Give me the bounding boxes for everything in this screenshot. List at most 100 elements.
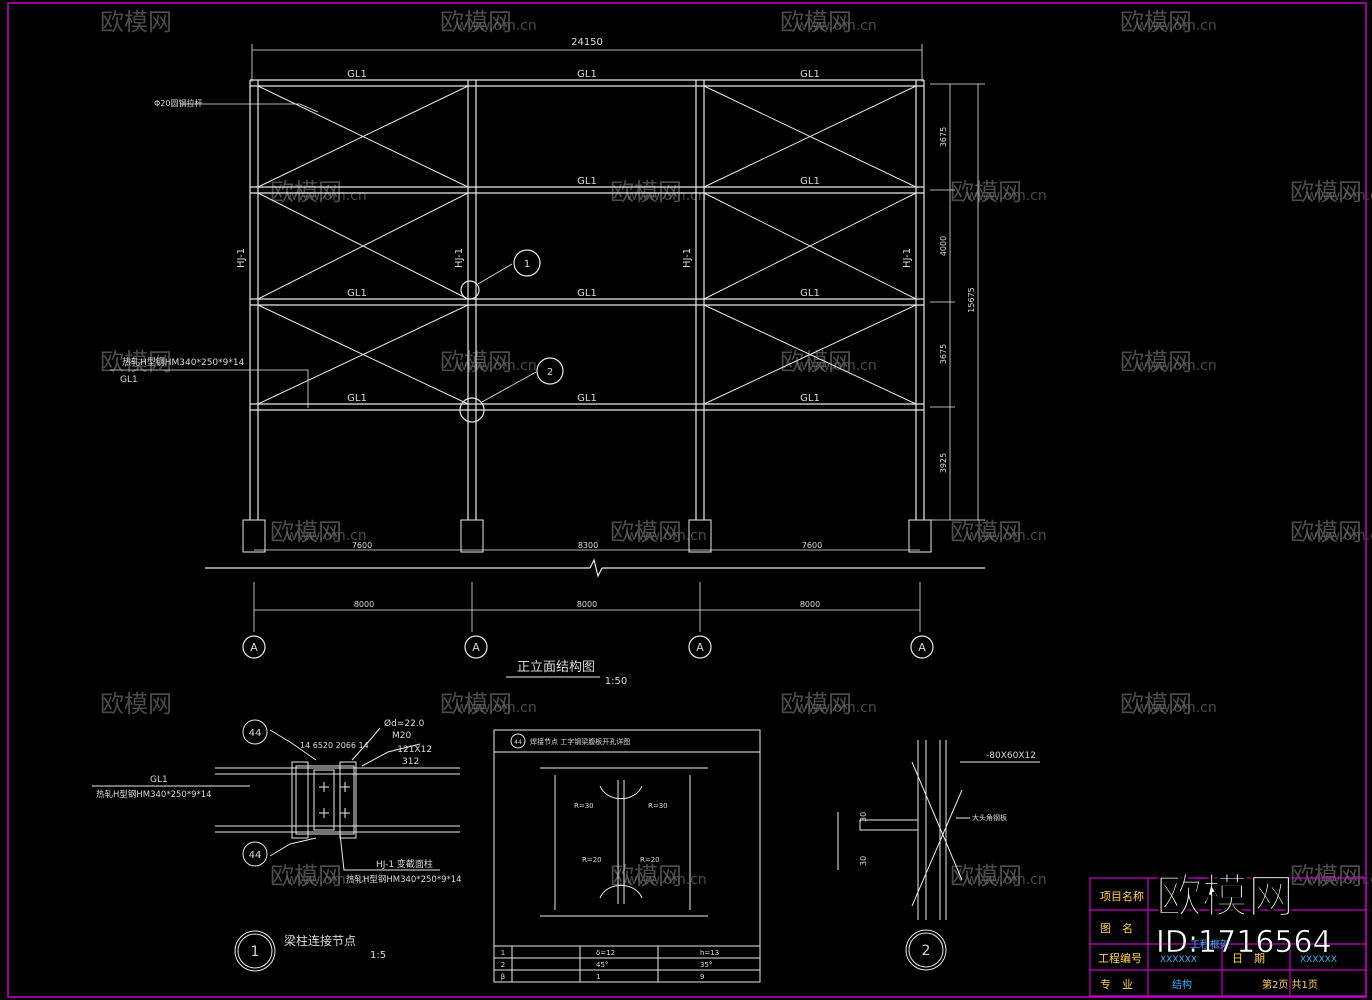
beam-label: GL1	[347, 393, 367, 404]
watermark-brand: 欧模网	[1290, 862, 1362, 890]
watermark-brand: 欧模网	[610, 518, 682, 546]
beam-label: GL1	[800, 69, 820, 80]
height-dim: 3675	[939, 127, 948, 147]
axis-label: A	[472, 641, 480, 654]
detail-header: 焊接节点 工字钢梁腹板开孔详图	[530, 737, 630, 746]
tb-value: XXXXXX	[1160, 955, 1197, 965]
watermark-brand: 欧模网	[780, 690, 852, 718]
detail2-dim: 30	[859, 856, 868, 866]
watermark-url: www.om.cn	[966, 188, 1047, 204]
watermark-url: www.om.cn	[966, 528, 1047, 544]
column-bases	[242, 519, 932, 553]
detail-mid-labels: 44 焊接节点 工字钢梁腹板开孔详图 R=30 R=30 R=20 R=20 1…	[501, 737, 719, 981]
watermark-id: ID:1716564	[1156, 925, 1332, 960]
beam-label: GL1	[347, 69, 367, 80]
watermark-brand: 欧模网	[950, 862, 1022, 890]
watermark-url: www.om.cn	[1136, 700, 1217, 716]
watermark-brand: 欧模网	[440, 8, 512, 36]
watermark-brand: 欧模网	[780, 348, 852, 376]
watermark-url: www.om.cn	[626, 188, 707, 204]
watermark-brand: 欧模网	[1290, 178, 1362, 206]
bolt-spec: M20	[392, 731, 411, 741]
detail-header-num: 44	[514, 739, 522, 746]
height-dim: 4000	[939, 236, 948, 256]
watermark-brand: 欧模网	[780, 8, 852, 36]
callout-mark: 1	[524, 259, 530, 270]
plate-spec: -121X12	[394, 745, 432, 755]
watermark-brand: 欧模网	[270, 518, 342, 546]
watermark-brand: 欧模网	[0, 518, 2, 546]
table-cell: 1	[596, 973, 600, 981]
bottom-span-dim: 7600	[352, 541, 372, 550]
tb-value: 工程框架	[1190, 938, 1230, 951]
tb-label: 图 名	[1100, 921, 1133, 935]
table-cell: β	[501, 973, 505, 981]
tb-value: 结构	[1172, 978, 1192, 991]
detail2-dim: 30	[859, 812, 868, 822]
weld-symbol: 44	[249, 728, 262, 739]
table-cell: h=13	[700, 949, 719, 957]
elevation-scale: 1:50	[605, 676, 627, 687]
table-cell: 45°	[596, 961, 608, 969]
watermark-url: www.om.cn	[286, 528, 367, 544]
watermark-url: www.om.cn	[1136, 18, 1217, 34]
beam-label: GL1	[800, 288, 820, 299]
watermark-brand: 欧模网	[440, 690, 512, 718]
axis-span-dim: 8000	[577, 600, 597, 609]
watermark-url: www.om.cn	[286, 872, 367, 888]
watermark-url: www.om.cn	[1306, 528, 1372, 544]
table-cell: 35°	[700, 961, 712, 969]
watermark-brand: 欧模网	[950, 518, 1022, 546]
brand-overlay: 欧模网 ID:1716564	[1156, 869, 1332, 961]
tb-label: 工程编号	[1098, 951, 1142, 965]
watermark-url: www.om.cn	[626, 872, 707, 888]
height-dim: 3925	[939, 453, 948, 473]
radius-mark: R=20	[582, 856, 602, 864]
watermark-url: www.om.cn	[286, 188, 367, 204]
tb-label: 项目名称	[1100, 889, 1144, 903]
columns	[249, 80, 925, 520]
watermark-brand: 欧模网	[270, 178, 342, 206]
watermark-brand: 欧模网	[1120, 348, 1192, 376]
watermark-brand: 欧模网	[100, 348, 172, 376]
column-label: HJ-1	[682, 248, 693, 268]
watermark-brand: 欧模网	[610, 178, 682, 206]
front-elevation	[110, 44, 985, 659]
detail-scale: 1:5	[370, 950, 386, 961]
watermark-brand: 欧模网	[0, 862, 2, 890]
bottom-span-dim: 8300	[578, 541, 598, 550]
watermark-url: www.om.cn	[1136, 358, 1217, 374]
detail-number: 2	[922, 943, 931, 959]
tb-value: XXXXXX	[1300, 955, 1337, 965]
title-block-text: 项目名称 图 名 工程框架 工程编号 XXXXXX 日 期 XXXXXX 专 业…	[1098, 889, 1337, 991]
beams	[250, 79, 924, 411]
watermark-brand: 欧模网	[1120, 8, 1192, 36]
overall-width-dim: 24150	[571, 37, 603, 48]
column-label: HJ-1	[902, 248, 913, 268]
watermark-url: www.om.cn	[456, 700, 537, 716]
watermark-url: www.om.cn	[1306, 188, 1372, 204]
detail2-note: 大头角钢板	[972, 813, 1007, 822]
drawing-border	[7, 2, 1367, 998]
watermark-brand: 欧模网	[1290, 518, 1362, 546]
beam-label: GL1	[800, 393, 820, 404]
detail-1-beam-column-joint	[92, 719, 460, 972]
detail-2-brace-joint	[837, 740, 1040, 971]
detail-title: 梁柱连接节点	[284, 933, 356, 948]
watermark-brand: 欧模网	[270, 862, 342, 890]
watermark-brand: 欧模网	[100, 690, 172, 718]
beam-spec: 热轧H型钢HM340*250*9*14	[96, 789, 212, 800]
beam-label: GL1	[347, 288, 367, 299]
axis-label: A	[250, 641, 258, 654]
beam-spec-sub: GL1	[120, 375, 138, 385]
weld-symbol: 44	[249, 850, 262, 861]
tb-label: 日 期	[1232, 952, 1265, 965]
beam-label: GL1	[577, 69, 597, 80]
watermark-url: www.om.cn	[456, 18, 537, 34]
top-spec: 14 6520 2066 14	[300, 741, 369, 750]
column-label: HJ-1	[236, 248, 247, 268]
watermark-url: www.om.cn	[1306, 872, 1372, 888]
plate-spec: 312	[402, 757, 419, 767]
